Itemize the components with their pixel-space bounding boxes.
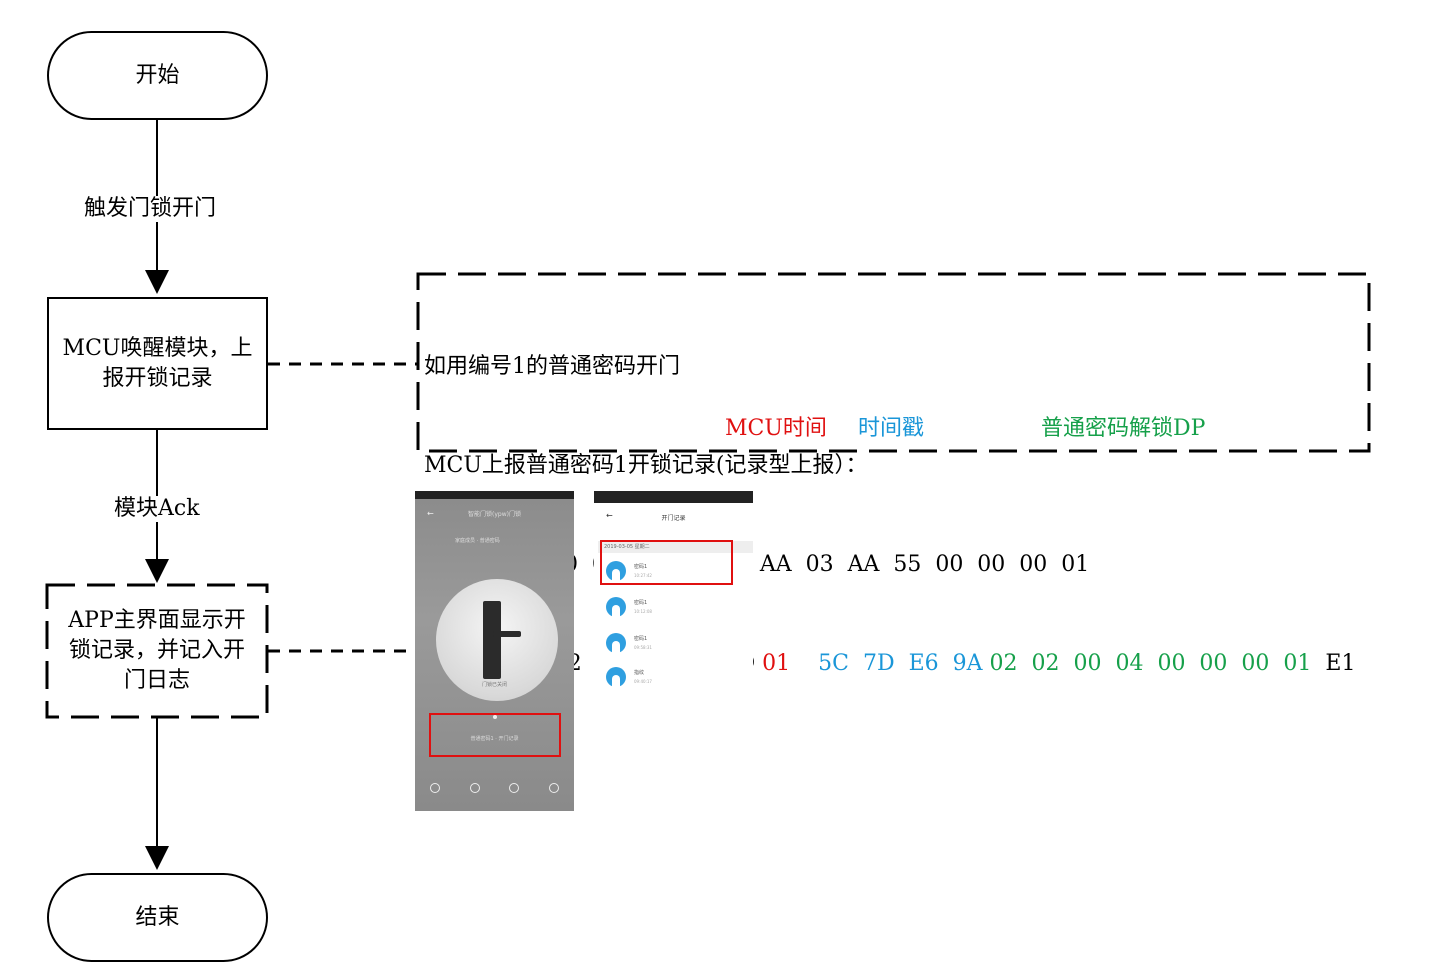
hex-mcu-time: 01 — [762, 651, 791, 676]
hex-timestamp: 5C 7D E6 9A — [818, 651, 983, 676]
app-dashed-box — [45, 583, 269, 719]
edge-label-trigger: 触发门锁开门 — [82, 196, 219, 222]
app-display-line2: 锁记录，并记入开 — [68, 638, 245, 663]
unlock-log-title: 开门记录 — [661, 515, 686, 522]
app-display-line3: 门日志 — [123, 668, 190, 693]
bottom-tab-bar — [415, 777, 574, 807]
status-bar — [594, 491, 753, 503]
back-arrow-icon[interactable]: ← — [427, 509, 434, 518]
end-node: 结束 — [47, 873, 268, 962]
record-highlight-box — [429, 713, 561, 757]
log-entry-name: 密码1 — [634, 600, 648, 606]
app-home-screenshot: ← 智能门锁(ypw)门锁 家庭成员 · 普通密码 门锁已关闭 普通密码1 · … — [415, 491, 574, 811]
page-dot — [493, 715, 497, 719]
home-tab-icon[interactable] — [429, 783, 440, 793]
label-timestamp: 时间戳 — [858, 416, 925, 441]
log-entry-name: 密码1 — [634, 636, 648, 642]
user-avatar-icon — [606, 667, 626, 687]
user-avatar-icon — [606, 597, 626, 617]
mcu-report-line1: MCU唤醒模块，上 — [62, 335, 253, 361]
status-bar — [415, 491, 574, 499]
app-display-line1: APP主界面显示开 — [68, 608, 246, 633]
log-entry[interactable]: 密码1 10:27:42 — [606, 561, 746, 583]
records-tab-icon[interactable] — [509, 783, 520, 793]
log-entry-name: 密码1 — [634, 564, 648, 570]
mcu-report-line2: 报开锁记录 — [102, 365, 213, 391]
log-entry-time: 09:40:17 — [634, 679, 652, 684]
label-mcu-time: MCU时间 — [725, 416, 827, 441]
app-display-node: APP主界面显示开 锁记录，并记入开 门日志 — [51, 589, 263, 713]
latest-unlock-record[interactable]: 普通密码1 · 开门记录 — [470, 736, 519, 742]
user-avatar-icon — [606, 561, 626, 581]
note-line2: MCU上报普通密码1开锁记录(记录型上报）： — [424, 453, 868, 478]
log-entry-time: 10:12:08 — [634, 609, 652, 614]
hex-password-dp: 02 02 00 04 00 00 00 01 — [989, 651, 1312, 676]
log-entry[interactable]: 密码1 09:58:31 — [606, 633, 746, 655]
start-node: 开始 — [47, 31, 268, 120]
note-dashed-box — [416, 272, 1371, 453]
members-tab-icon[interactable] — [469, 783, 480, 793]
log-entry-time: 09:58:31 — [634, 645, 652, 650]
log-entry[interactable]: 密码1 10:12:08 — [606, 597, 746, 619]
app-home-title: 智能门锁(ypw)门锁 — [468, 511, 521, 518]
log-entry[interactable]: 指纹 09:40:17 — [606, 667, 746, 689]
log-highlight-box — [600, 540, 733, 585]
lock-status-label: 门锁已关闭 — [481, 682, 507, 688]
log-date-header: 2019-03-05 星期二 — [598, 541, 753, 553]
unlock-log-screenshot: ← 开门记录 2019-03-05 星期二 密码1 10:27:42 密码1 1… — [594, 491, 753, 806]
app-home-subtitle: 家庭成员 · 普通密码 — [455, 538, 500, 544]
back-arrow-icon[interactable]: ← — [606, 511, 613, 520]
label-password-dp: 普通密码解锁DP — [1041, 416, 1206, 441]
door-lock-icon — [483, 601, 501, 679]
log-entry-time: 10:27:42 — [634, 573, 652, 578]
end-label: 结束 — [135, 904, 180, 930]
mcu-report-node: MCU唤醒模块，上 报开锁记录 — [47, 297, 268, 430]
user-avatar-icon — [606, 633, 626, 653]
door-handle-icon — [493, 631, 521, 637]
settings-tab-icon[interactable] — [549, 783, 560, 793]
log-entry-name: 指纹 — [634, 670, 645, 676]
edge-label-ack: 模块Ack — [112, 496, 202, 522]
hex-checksum: E1 — [1325, 651, 1356, 676]
note-line1: 如用编号1的普通密码开门 — [424, 354, 680, 379]
start-label: 开始 — [135, 62, 180, 88]
